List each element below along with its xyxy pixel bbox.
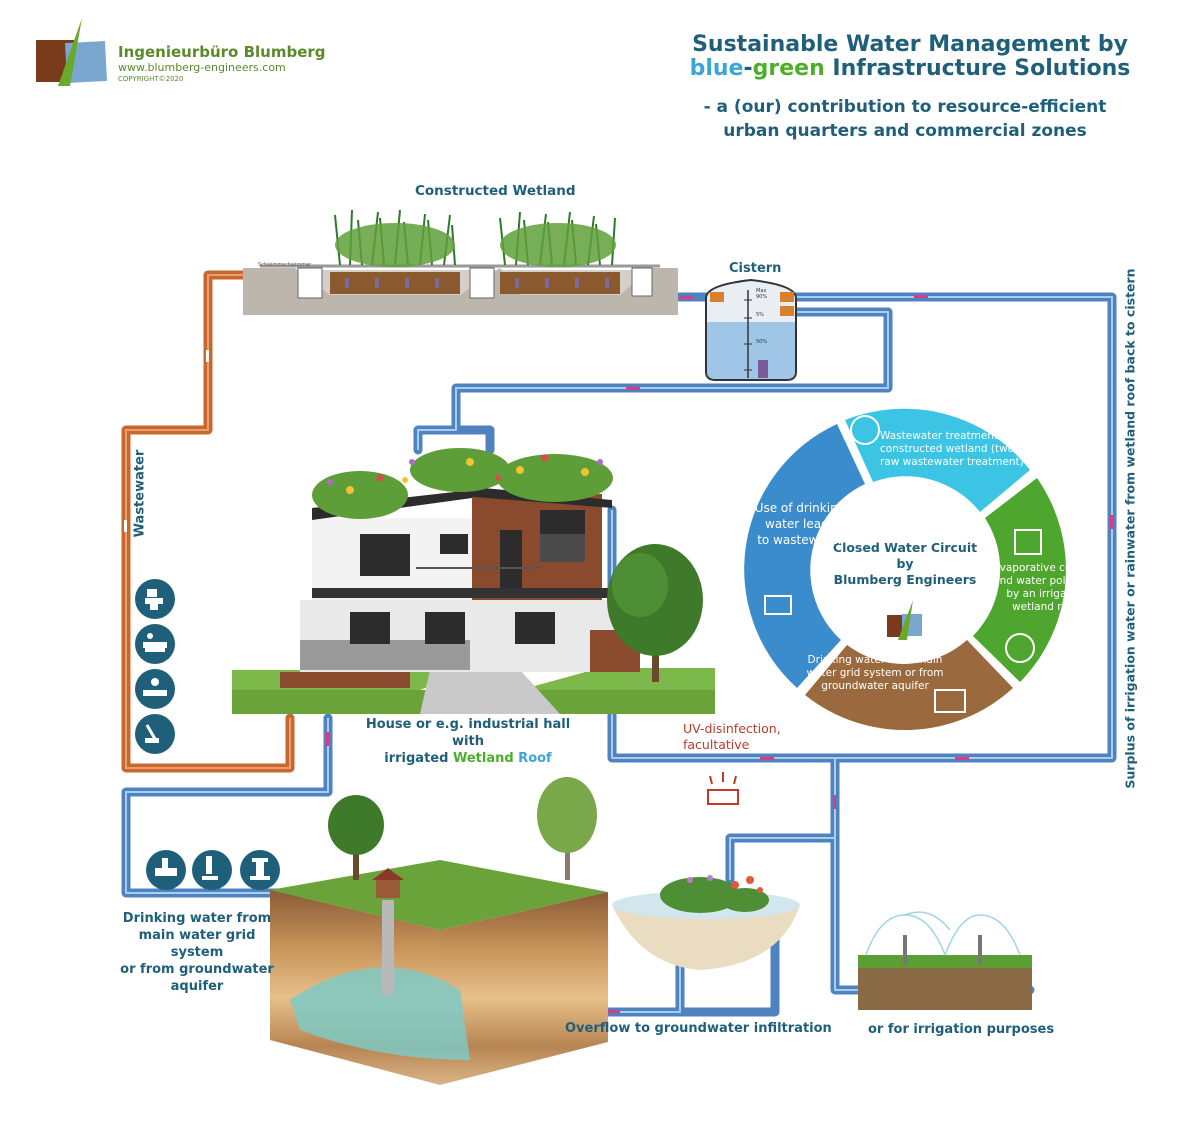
label-house-prefix: irrigated (384, 751, 453, 766)
label-overflow: Overflow to groundwater infiltration (565, 1021, 832, 1036)
seg-evaporative-l2: and water polishing (993, 575, 1097, 587)
title-rest: Infrastructure Solutions (824, 56, 1131, 81)
subtitle-line2: urban quarters and commercial zones (723, 121, 1087, 141)
logo-icon (36, 18, 108, 86)
seg-use-l2: water leads (765, 517, 835, 531)
cistern-image (705, 278, 797, 381)
cycle-seg-wastewater: Wastewater treatment by constructed wetl… (880, 430, 1050, 469)
label-house-line2: irrigated Wetland Roof (358, 750, 578, 767)
usage-icons (135, 579, 280, 890)
water-cycle-ring (744, 408, 1066, 731)
seg-drinking-l2: water grid system or from (806, 667, 944, 679)
label-house-wetland: Wetland (452, 751, 514, 766)
label-surplus: Surplus of irrigation water or rainwater… (1122, 268, 1138, 789)
seg-evaporative-l3: by an irrigated (1006, 588, 1084, 600)
label-uv-line2: facultative (683, 737, 750, 752)
title-dash: - (743, 56, 753, 81)
uv-disinfection-icon (707, 772, 739, 805)
label-wastewater: Wastewater (132, 449, 148, 538)
label-drinking-l3: or from groundwater (120, 962, 274, 977)
logo-copyright: COPYRIGHT©2020 (118, 75, 184, 83)
cycle-center-l1: Closed Water Circuit (832, 540, 978, 555)
aquifer-block-image (270, 777, 608, 1085)
seg-wastewater-l1: Wastewater treatment by (880, 430, 1015, 442)
seg-evaporative-l4: wetland roof (1012, 601, 1078, 613)
page-title: Sustainable Water Management by blue-gre… (640, 33, 1180, 81)
cistern-mark-5: 5% (756, 312, 764, 318)
house-image (232, 448, 715, 714)
label-drinking-l1: Drinking water from (122, 911, 272, 926)
label-constructed-wetland: Constructed Wetland (415, 183, 576, 199)
cistern-mark-max: Max (756, 288, 767, 294)
irrigation-image (858, 911, 1032, 1010)
title-line1: Sustainable Water Management by (692, 32, 1128, 57)
subtitle-line1: - a (our) contribution to resource-effic… (703, 97, 1107, 117)
cycle-seg-drinking: Drinking water from main water grid syst… (800, 654, 950, 693)
title-line2: blue-green Infrastructure Solutions (640, 57, 1180, 81)
constructed-wetland-image (243, 209, 678, 315)
label-drinking-l4: aquifer (170, 979, 224, 994)
seg-evaporative-l1: Evaporative cooling (993, 562, 1097, 574)
cycle-center-l2: by (896, 556, 914, 571)
seg-use-l1: Use of drinking (754, 501, 846, 515)
logo-name: Ingenieurbüro Blumberg (118, 43, 326, 61)
cycle-seg-use: Use of drinking water leads to wastewate… (752, 500, 848, 548)
title-green: green (752, 56, 825, 81)
label-house-roof: Roof (513, 751, 552, 766)
label-house: House or e.g. industrial hall with irrig… (358, 716, 578, 767)
seg-wastewater-l2: constructed wetland (two-step (880, 443, 1041, 455)
label-uv-line1: UV-disinfection, (683, 721, 781, 736)
label-drinking-l2: main water grid system (138, 928, 256, 960)
logo-url: www.blumberg-engineers.com (118, 61, 286, 74)
cycle-center-l3: Blumberg Engineers (833, 572, 977, 587)
infiltration-bed-image (612, 875, 800, 970)
title-blue: blue (689, 56, 744, 81)
cycle-seg-evaporative: Evaporative cooling and water polishing … (993, 562, 1097, 614)
wetland-sign: Schwimmschwimmer (258, 262, 312, 268)
cistern-mark-90: 90% (756, 294, 768, 300)
label-irrigation: or for irrigation purposes (868, 1022, 1055, 1037)
label-house-line1: House or e.g. industrial hall with (365, 717, 571, 749)
seg-use-l3: to wastewater (757, 533, 843, 547)
cycle-center-text: Closed Water Circuit by Blumberg Enginee… (830, 540, 980, 588)
seg-drinking-l3: groundwater aquifer (821, 680, 929, 692)
subtitle: - a (our) contribution to resource-effic… (650, 95, 1160, 143)
seg-wastewater-l3: raw wastewater treatment) (880, 456, 1024, 468)
cistern-mark-50: 50% (756, 339, 768, 345)
label-drinking-water: Drinking water from main water grid syst… (112, 910, 282, 995)
label-cistern: Cistern (729, 261, 782, 276)
label-uv: UV-disinfection, facultative (683, 721, 781, 753)
seg-drinking-l1: Drinking water from main (807, 654, 943, 666)
